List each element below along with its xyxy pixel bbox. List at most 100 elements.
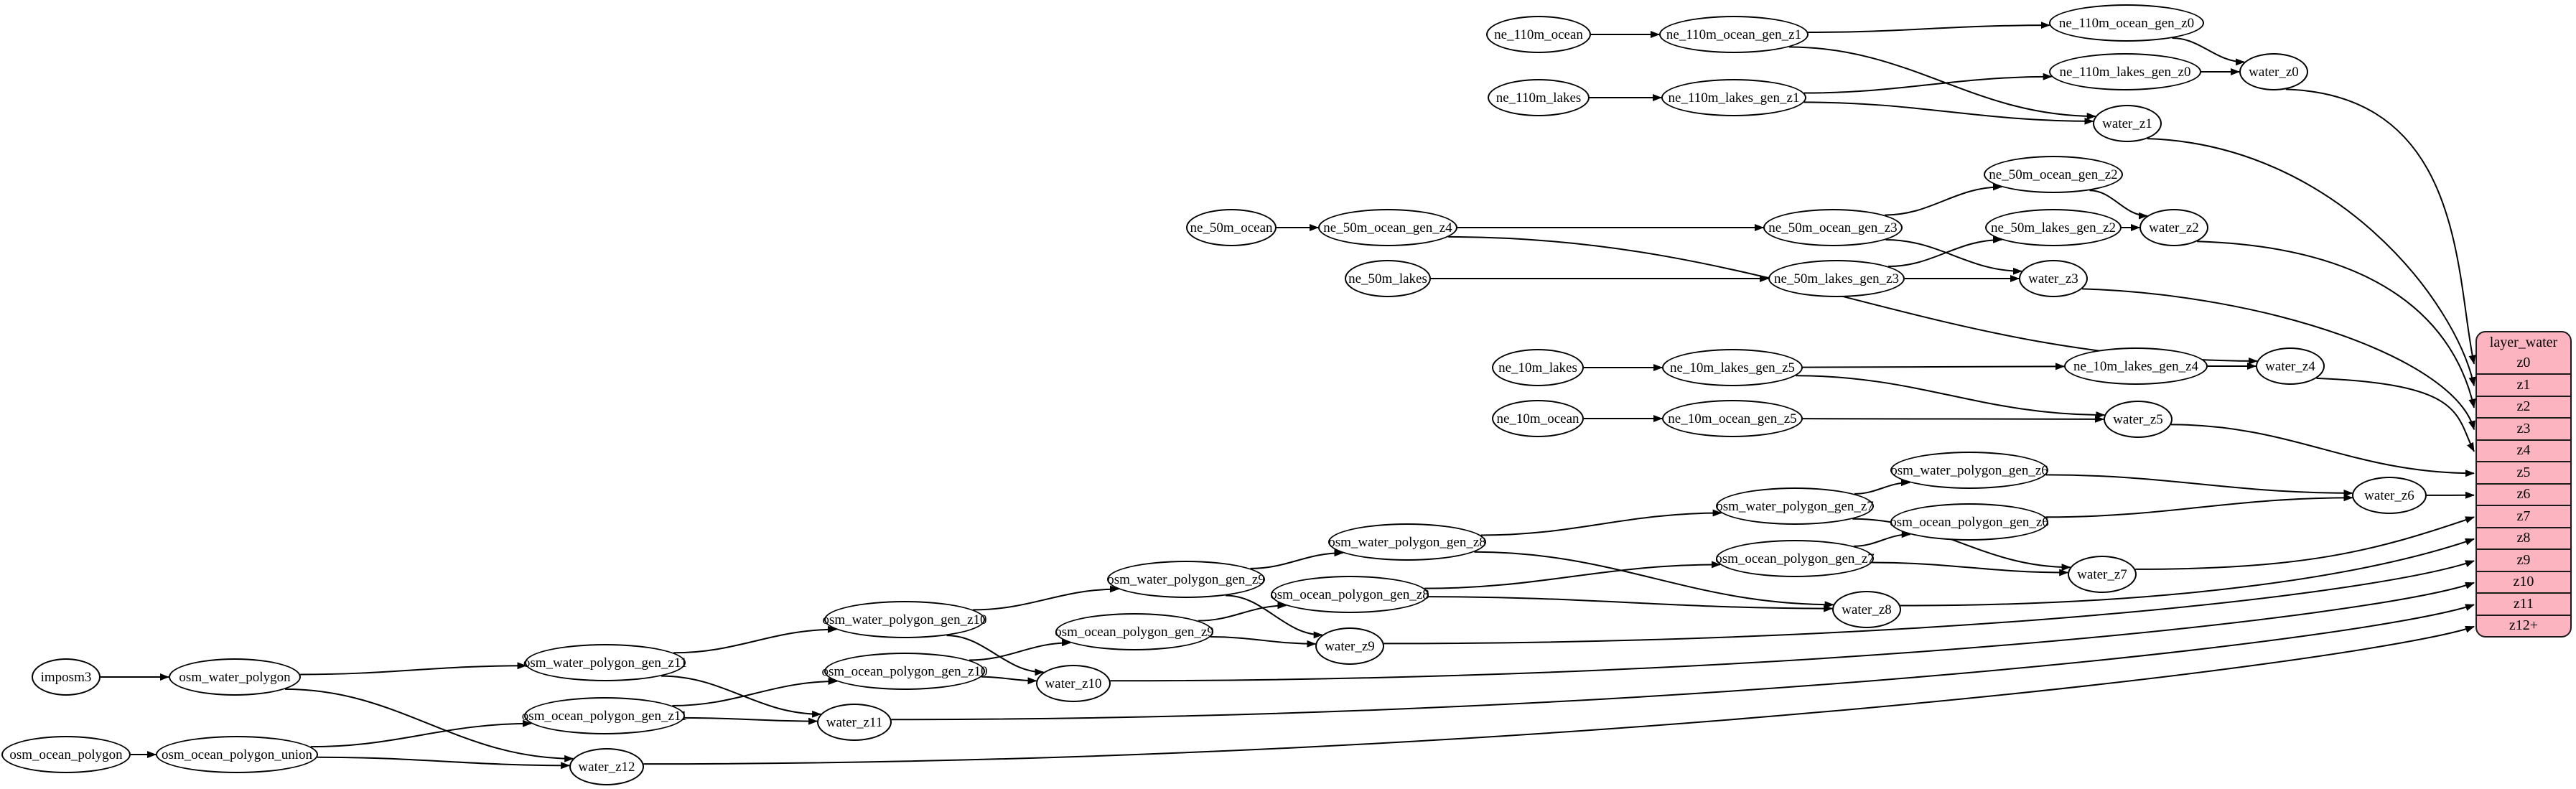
node-water_z4: water_z4 xyxy=(2256,347,2325,385)
node-ne_10m_lakes: ne_10m_lakes xyxy=(1492,349,1584,386)
node-label: water_z2 xyxy=(2149,220,2199,235)
edge-water_z1-layer_water-z1 xyxy=(2147,138,2476,387)
node-label: water_z0 xyxy=(2249,64,2299,80)
node-ne_50m_ocean_gen_z2: ne_50m_ocean_gen_z2 xyxy=(1984,156,2123,193)
node-osm_ocean_polygon_gen_z6: osm_ocean_polygon_gen_z6 xyxy=(1890,503,2049,541)
node-ne_50m_ocean: ne_50m_ocean xyxy=(1186,209,1277,246)
table-row-z5: z5 xyxy=(2477,461,2570,483)
node-water_z2: water_z2 xyxy=(2139,209,2208,246)
node-label: water_z5 xyxy=(2113,411,2163,427)
edge-osm_ocean_polygon_gen_z10-osm_ocean_polygon_gen_z9 xyxy=(969,639,1072,661)
node-osm_water_polygon_gen_z11: osm_water_polygon_gen_z11 xyxy=(523,644,687,681)
node-water_z9: water_z9 xyxy=(1315,627,1384,665)
node-label: osm_ocean_polygon xyxy=(9,747,123,762)
edge-osm_ocean_polygon_gen_z9-osm_ocean_polygon_gen_z8 xyxy=(1198,602,1287,622)
node-label: osm_water_polygon_gen_z10 xyxy=(822,612,987,627)
table-row-z3: z3 xyxy=(2477,417,2570,439)
edge-osm_water_polygon_gen_z11-osm_water_polygon_gen_z10 xyxy=(673,625,837,654)
table-row-z6: z6 xyxy=(2477,482,2570,505)
edge-osm_water_polygon_gen_z9-osm_water_polygon_gen_z8 xyxy=(1250,549,1344,569)
edge-water_z7-layer_water-z7 xyxy=(2135,516,2475,570)
node-ne_110m_lakes_gen_z1: ne_110m_lakes_gen_z1 xyxy=(1661,79,1806,116)
node-ne_50m_ocean_gen_z4: ne_50m_ocean_gen_z4 xyxy=(1318,209,1457,246)
node-imposm3: imposm3 xyxy=(32,658,101,696)
node-label: water_z12 xyxy=(578,759,635,775)
edge-ne_50m_ocean_gen_z3-water_z3 xyxy=(1885,238,2022,275)
node-osm_water_polygon_gen_z7: osm_water_polygon_gen_z7 xyxy=(1716,487,1874,525)
node-label: ne_110m_ocean_gen_z1 xyxy=(1666,27,1802,42)
edge-water_z0-layer_water-z0 xyxy=(2285,88,2476,365)
node-water_z11: water_z11 xyxy=(817,704,892,741)
edge-osm_ocean_polygon_gen_z9-water_z9 xyxy=(1210,636,1317,648)
node-label: ne_110m_lakes_gen_z0 xyxy=(2059,64,2191,80)
edge-water_z3-layer_water-z3 xyxy=(2081,288,2475,431)
edge-ne_50m_ocean_gen_z3-ne_50m_ocean_gen_z2 xyxy=(1885,183,2002,216)
edge-ne_50m_ocean_gen_z2-water_z2 xyxy=(2089,190,2148,220)
node-osm_ocean_polygon_union: osm_ocean_polygon_union xyxy=(156,736,318,773)
table-row-z1: z1 xyxy=(2477,373,2570,396)
node-label: osm_ocean_polygon_union xyxy=(161,747,313,762)
edge-osm_water_polygon_gen_z7-osm_water_polygon_gen_z6 xyxy=(1854,479,1911,495)
node-label: water_z1 xyxy=(2102,116,2152,131)
node-label: imposm3 xyxy=(40,669,92,685)
node-osm_water_polygon_gen_z6: osm_water_polygon_gen_z6 xyxy=(1890,452,2048,489)
node-label: osm_ocean_polygon_gen_z9 xyxy=(1055,624,1214,640)
node-label: ne_10m_ocean_gen_z5 xyxy=(1668,411,1797,426)
table-row-z8: z8 xyxy=(2477,526,2570,549)
node-osm_ocean_polygon_gen_z8: osm_ocean_polygon_gen_z8 xyxy=(1270,576,1429,613)
node-ne_50m_lakes: ne_50m_lakes xyxy=(1345,260,1431,297)
table-row-z9: z9 xyxy=(2477,548,2570,571)
node-osm_water_polygon_gen_z9: osm_water_polygon_gen_z9 xyxy=(1107,561,1265,598)
node-label: ne_50m_lakes_gen_z2 xyxy=(1990,220,2117,235)
node-osm_ocean_polygon_gen_z7: osm_ocean_polygon_gen_z7 xyxy=(1715,540,1875,577)
node-water_z7: water_z7 xyxy=(2068,556,2137,593)
node-label: ne_110m_lakes xyxy=(1495,90,1582,106)
edge-ne_110m_ocean_gen_z1-water_z1 xyxy=(1789,46,2096,120)
edge-osm_water_polygon_gen_z10-osm_water_polygon_gen_z9 xyxy=(973,585,1119,611)
edge-ne_110m_ocean_gen_z1-ne_110m_ocean_gen_z0 xyxy=(1808,22,2050,33)
edge-osm_ocean_polygon_gen_z11-water_z11 xyxy=(684,716,818,725)
node-osm_water_polygon: osm_water_polygon xyxy=(169,658,301,696)
edge-osm_ocean_polygon_gen_z10-water_z10 xyxy=(981,676,1037,685)
node-ne_110m_ocean_gen_z1: ne_110m_ocean_gen_z1 xyxy=(1659,16,1809,53)
edge-ne_10m_lakes_gen_z5-water_z5 xyxy=(1796,375,2106,419)
node-label: ne_110m_lakes_gen_z1 xyxy=(1668,90,1800,106)
edge-ne_110m_lakes_gen_z1-water_z1 xyxy=(1803,101,2094,125)
table-header: layer_water xyxy=(2489,334,2558,350)
edge-ne_50m_lakes_gen_z3-ne_50m_lakes_gen_z2 xyxy=(1888,235,2002,268)
table-row-z0: z0 xyxy=(2516,355,2531,371)
node-ne_50m_lakes_gen_z2: ne_50m_lakes_gen_z2 xyxy=(1985,209,2122,246)
edge-water_z5-layer_water-z5 xyxy=(2171,424,2475,477)
table-row-z2: z2 xyxy=(2477,395,2570,418)
edge-osm_ocean_polygon_union-water_z12 xyxy=(317,756,571,770)
edge-ne_50m_ocean_gen_z4-water_z4 xyxy=(1448,235,2258,365)
node-label: ne_50m_ocean xyxy=(1190,220,1273,235)
node-label: ne_50m_lakes_gen_z3 xyxy=(1773,271,1900,286)
edge-osm_ocean_polygon_gen_z6-water_z6 xyxy=(2045,494,2353,518)
edge-water_z8-layer_water-z8 xyxy=(1900,538,2475,607)
node-ne_110m_lakes: ne_110m_lakes xyxy=(1488,79,1590,116)
node-label: osm_water_polygon_gen_z8 xyxy=(1328,534,1486,550)
edge-ne_110m_ocean_gen_z0-water_z0 xyxy=(2172,37,2246,66)
node-osm_ocean_polygon_gen_z9: osm_ocean_polygon_gen_z9 xyxy=(1055,613,1214,650)
edge-ne_10m_lakes_gen_z5-ne_10m_lakes_gen_z4 xyxy=(1802,363,2066,370)
table-row-z12+: z12+ xyxy=(2477,614,2570,637)
edge-osm_ocean_polygon_gen_z8-osm_ocean_polygon_gen_z7 xyxy=(1424,561,1721,589)
node-label: osm_water_polygon_gen_z7 xyxy=(1716,498,1874,514)
edge-osm_ocean_polygon_gen_z7-osm_ocean_polygon_gen_z6 xyxy=(1854,531,1911,547)
node-osm_ocean_polygon_gen_z10: osm_ocean_polygon_gen_z10 xyxy=(821,653,988,690)
node-water_z0: water_z0 xyxy=(2239,53,2308,90)
node-osm_ocean_polygon_gen_z11: osm_ocean_polygon_gen_z11 xyxy=(522,697,687,734)
table-row-z4: z4 xyxy=(2477,439,2570,462)
edge-osm_water_polygon_gen_z8-water_z8 xyxy=(1474,551,1834,609)
node-water_z12: water_z12 xyxy=(569,748,644,785)
node-label: water_z3 xyxy=(2028,271,2078,286)
node-water_z10: water_z10 xyxy=(1036,665,1111,702)
edge-water_z12-layer_water-z12+ xyxy=(643,625,2475,765)
node-ne_50m_lakes_gen_z3: ne_50m_lakes_gen_z3 xyxy=(1768,260,1905,297)
node-label: osm_water_polygon xyxy=(179,669,291,685)
node-label: ne_10m_lakes_gen_z5 xyxy=(1669,360,1796,375)
node-ne_110m_lakes_gen_z0: ne_110m_lakes_gen_z0 xyxy=(2049,53,2201,90)
edge-water_z11-layer_water-z11 xyxy=(891,604,2475,721)
node-label: osm_water_polygon_gen_z6 xyxy=(1890,462,2048,478)
